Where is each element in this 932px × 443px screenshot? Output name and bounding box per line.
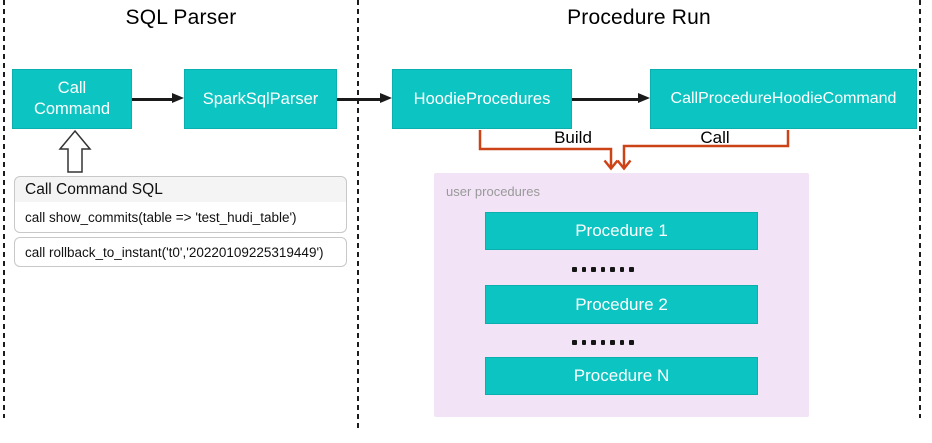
sql-statement-rollback: call rollback_to_instant('t0','202201092… — [14, 237, 347, 267]
node-hoodie-procedures: HoodieProcedures — [392, 69, 572, 129]
node-call-procedure-hoodie-command: CallProcedureHoodieCommand — [650, 69, 917, 129]
sql-statement-show-commits: call show_commits(table => 'test_hudi_ta… — [14, 202, 347, 233]
user-procedures-panel: user procedures Procedure 1 Procedure 2 … — [434, 173, 809, 417]
call-edge-label: Call — [700, 128, 730, 147]
procedure-2-box: Procedure 2 — [485, 285, 758, 324]
ellipsis-dots — [572, 340, 672, 345]
ellipsis-dots — [572, 267, 672, 272]
arrow-callcommand-to-parser-line — [132, 98, 174, 101]
arrow-callcommand-to-parser-head — [172, 93, 184, 103]
sql-parser-section-title: SQL Parser — [125, 6, 237, 29]
arrow-parser-to-hoodie-line — [337, 98, 381, 101]
procedure-n-box: Procedure N — [485, 357, 758, 395]
arrow-hoodie-to-command-head — [638, 93, 650, 103]
call-connector-arrowhead — [616, 159, 632, 171]
procedure-1-box: Procedure 1 — [485, 212, 758, 250]
node-call-command: Call Command — [12, 69, 132, 129]
left-dashed-border — [3, 0, 5, 418]
user-procedures-label: user procedures — [446, 184, 540, 199]
build-connector-arrowhead — [603, 159, 619, 171]
hollow-up-arrow — [58, 129, 92, 173]
node-spark-sql-parser: SparkSqlParser — [184, 69, 337, 129]
sql-panel-header: Call Command SQL — [14, 176, 347, 203]
arrow-parser-to-hoodie-head — [380, 93, 392, 103]
right-dashed-border — [919, 0, 921, 418]
procedure-run-section-title: Procedure Run — [567, 6, 711, 29]
middle-dashed-divider — [357, 0, 359, 428]
arrow-hoodie-to-command-line — [572, 98, 639, 101]
build-edge-label: Build — [554, 128, 592, 147]
